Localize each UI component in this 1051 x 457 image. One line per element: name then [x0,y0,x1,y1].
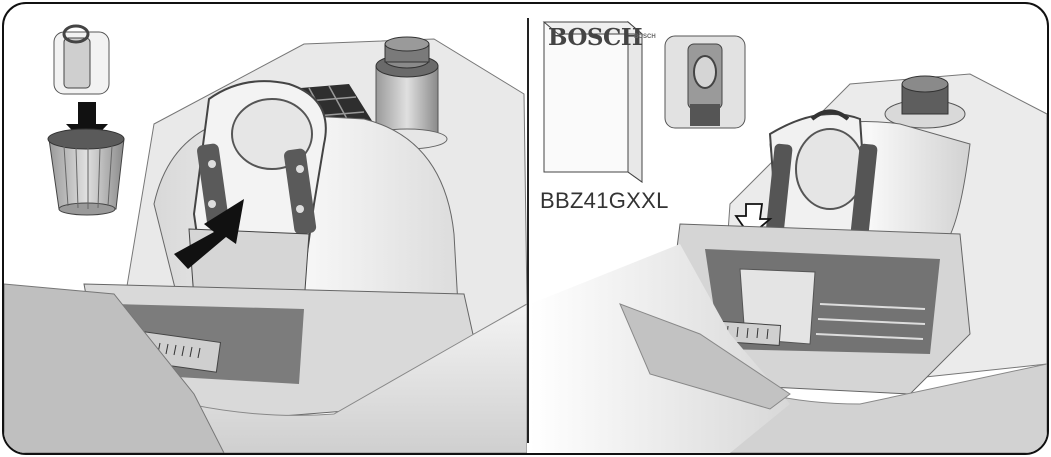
opened-cover [4,283,225,453]
left-panel-drawing [4,24,527,453]
panel-divider [527,18,529,443]
hose-port [366,36,448,150]
waste-bin [48,138,125,210]
left-panel-remove-bag [4,4,527,453]
bag-holder [188,80,327,305]
up-arrow [174,199,244,269]
bag-model-label: BBZ41GXXL [540,188,669,213]
box-side-brand: BOSCH [634,34,656,40]
new-bag [664,35,746,129]
box-brand-logo: BOSCH [548,24,643,51]
bag-box [542,20,644,183]
inset-dispose-bag [47,24,125,216]
hose-port-right [884,75,966,129]
right-panel-insert-bag: BOSCH BOSCH BBZ41GXXL [530,4,1047,453]
right-panel-drawing [530,20,1047,453]
